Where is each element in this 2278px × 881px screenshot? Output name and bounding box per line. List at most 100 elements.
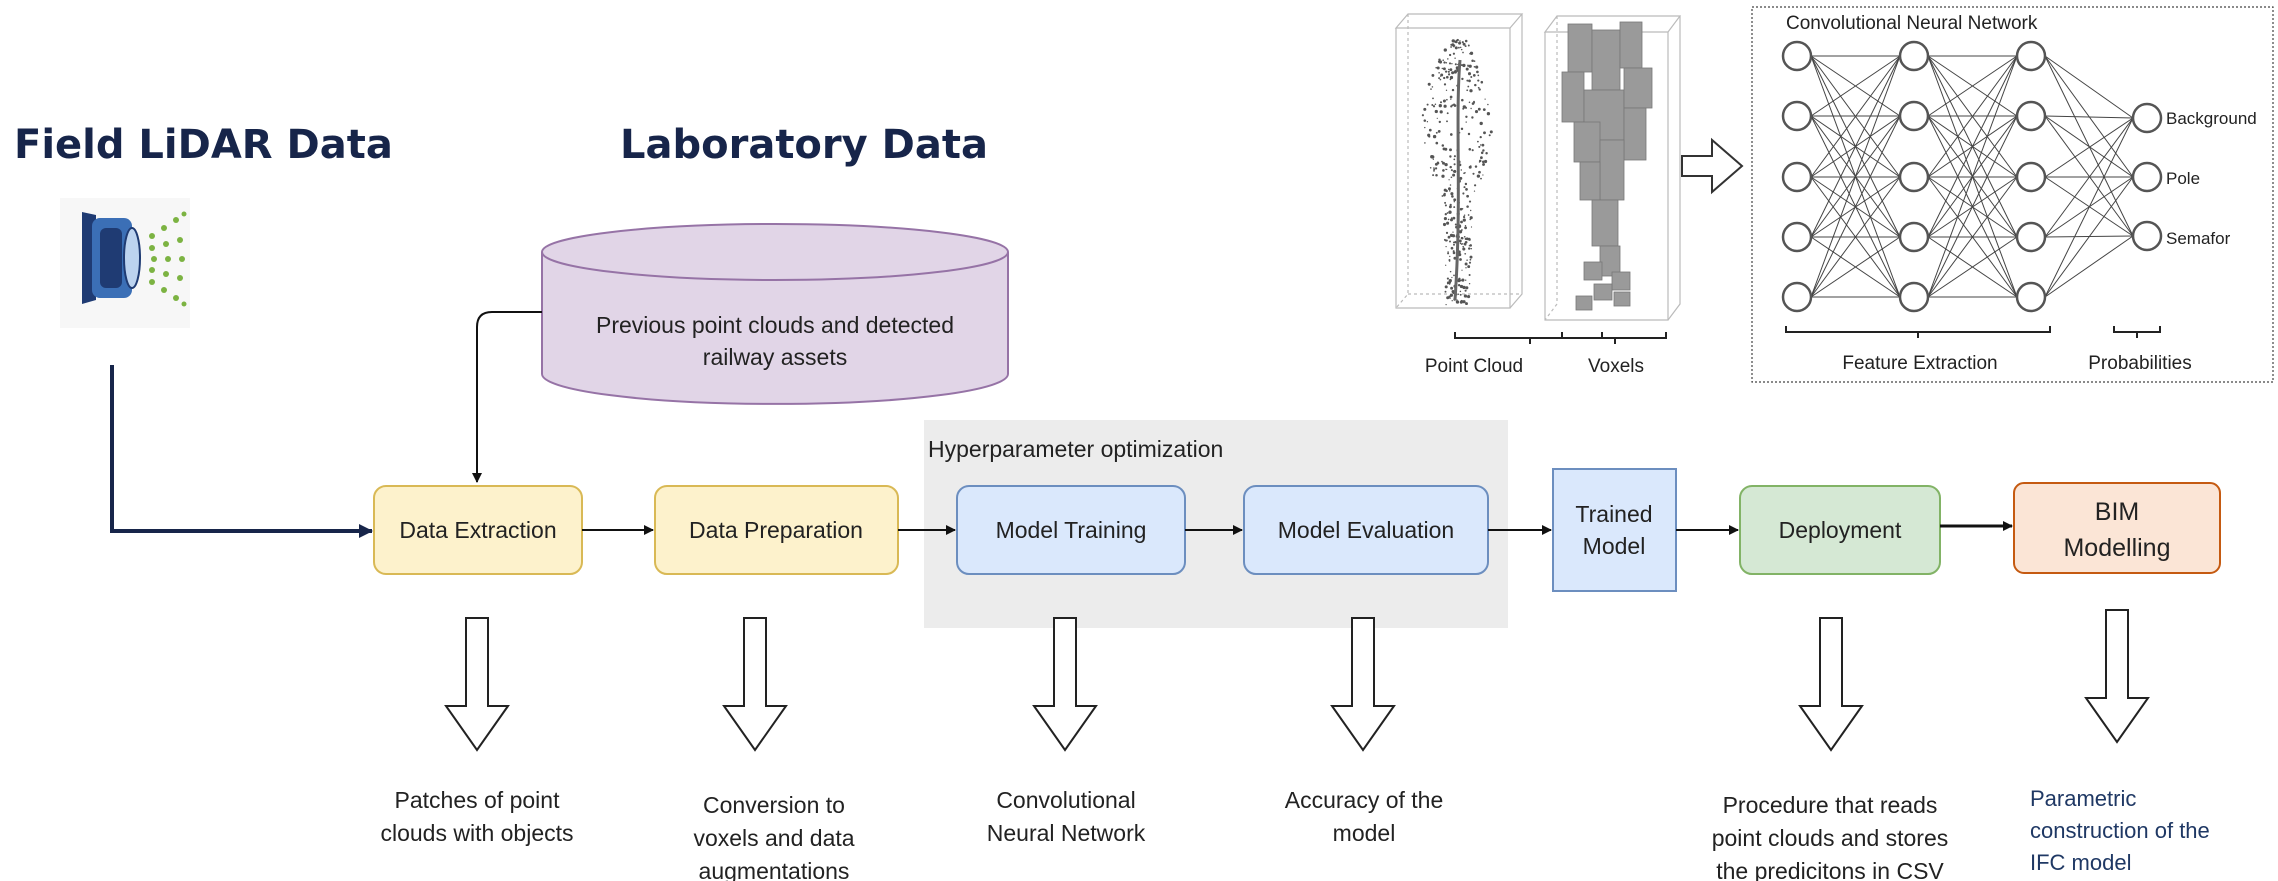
point-cloud-caption: Point Cloud xyxy=(1425,356,1523,377)
point-cloud-dot xyxy=(1433,167,1435,169)
point-cloud-dot xyxy=(1436,117,1438,119)
point-cloud-dot xyxy=(1462,192,1465,195)
output-evaluation-line2: model xyxy=(1333,820,1396,846)
point-cloud-dot xyxy=(1435,141,1439,145)
point-cloud-dot xyxy=(1475,65,1479,69)
hollow-down-arrow-icon xyxy=(1032,617,1098,752)
point-cloud-dot xyxy=(1452,216,1456,220)
point-cloud-dot xyxy=(1452,251,1456,255)
point-cloud-dot xyxy=(1473,65,1476,68)
point-cloud-dot xyxy=(1461,278,1465,282)
point-cloud-dot xyxy=(1482,149,1485,152)
point-cloud-dot xyxy=(1449,148,1452,152)
cnn-edges xyxy=(1810,55,2134,298)
output-bim-line3: IFC model xyxy=(2030,850,2131,875)
point-cloud-dot xyxy=(1472,74,1476,77)
point-cloud-dot xyxy=(1474,165,1478,168)
point-cloud-dot xyxy=(1477,140,1479,143)
point-cloud-dot xyxy=(1460,220,1463,224)
point-cloud-dot xyxy=(1474,110,1479,114)
point-cloud-dot xyxy=(1478,88,1481,91)
point-cloud-dot xyxy=(1458,230,1463,234)
point-cloud-dot xyxy=(1464,289,1467,292)
bim-label-line1: BIM xyxy=(2095,498,2139,526)
point-cloud-illustration xyxy=(1394,13,1524,309)
point-cloud-dot xyxy=(1451,71,1455,75)
cnn-node xyxy=(2131,102,2163,134)
point-cloud-dot xyxy=(1460,169,1463,171)
database-label-line1: Previous point clouds and detected xyxy=(596,312,954,338)
point-cloud-dot xyxy=(1424,142,1426,144)
cnn-panel xyxy=(1751,6,2274,383)
class-label-background: Background xyxy=(2166,109,2257,128)
point-cloud-dot xyxy=(1481,160,1485,164)
cnn-edge xyxy=(2044,115,2134,119)
cnn-node xyxy=(2015,281,2047,313)
point-cloud-dot xyxy=(1443,48,1447,52)
point-cloud-dot xyxy=(1432,174,1435,177)
point-cloud-dot xyxy=(1471,59,1474,63)
output-deployment-line1: Procedure that reads xyxy=(1723,792,1938,818)
point-cloud-dot xyxy=(1436,162,1440,165)
point-cloud-dot xyxy=(1468,165,1472,169)
point-cloud-dot xyxy=(1453,158,1456,161)
point-cloud-dot xyxy=(1467,265,1471,269)
point-cloud-dot xyxy=(1457,63,1459,66)
point-cloud-dot xyxy=(1451,104,1454,107)
point-cloud-dot xyxy=(1453,163,1456,166)
cnn-node xyxy=(2015,100,2047,132)
output-evaluation-line1: Accuracy of the xyxy=(1285,787,1444,813)
bim-label-line2: Modelling xyxy=(2063,534,2170,562)
point-cloud-dot xyxy=(1469,244,1472,247)
output-bim-line1: Parametric xyxy=(2030,786,2136,811)
point-cloud-dot xyxy=(1468,101,1471,104)
point-cloud-dot xyxy=(1448,62,1452,65)
cnn-edge xyxy=(2044,117,2134,178)
point-cloud-dot xyxy=(1432,134,1437,139)
model-training-label: Model Training xyxy=(996,517,1147,543)
point-cloud-dot xyxy=(1450,246,1454,250)
point-cloud-dot xyxy=(1462,245,1465,248)
cnn-node xyxy=(2131,161,2163,193)
point-cloud-dot xyxy=(1448,205,1452,209)
cnn-node xyxy=(1781,221,1813,253)
point-cloud-dot xyxy=(1434,103,1437,106)
cnn-edge xyxy=(1810,236,1901,298)
point-cloud-dot xyxy=(1469,218,1471,221)
point-cloud-dot xyxy=(1443,104,1447,108)
point-cloud-dot xyxy=(1443,61,1446,64)
point-cloud-dot xyxy=(1444,162,1448,167)
point-cloud-dot xyxy=(1467,237,1471,241)
cnn-node xyxy=(1781,161,1813,193)
point-cloud-dot xyxy=(1464,182,1468,186)
cnn-edge xyxy=(1810,176,1901,298)
point-cloud-dot xyxy=(1430,88,1432,90)
deployment-box: Deployment xyxy=(1739,485,1941,575)
point-cloud-dot xyxy=(1445,239,1448,242)
cnn-edge xyxy=(1927,236,2018,298)
point-cloud-dot xyxy=(1468,147,1472,151)
point-cloud-dot xyxy=(1448,68,1450,71)
point-cloud-dot xyxy=(1434,167,1438,170)
output-preparation-line2: voxels and data xyxy=(693,825,854,851)
point-cloud-dot xyxy=(1464,226,1468,230)
point-cloud-dot xyxy=(1451,63,1453,65)
point-cloud-dot xyxy=(1426,103,1429,106)
point-cloud-dot xyxy=(1444,285,1448,289)
laboratory-heading: Laboratory Data xyxy=(620,122,988,168)
model-training-box: Model Training xyxy=(956,485,1186,575)
point-cloud-dot xyxy=(1480,177,1482,180)
point-cloud-dot xyxy=(1453,274,1455,277)
point-cloud-dot xyxy=(1452,52,1456,55)
trained-model-label-line2: Model xyxy=(1583,533,1646,559)
point-cloud-dot xyxy=(1438,104,1442,108)
point-cloud-dot xyxy=(1449,133,1453,136)
point-cloud-dot xyxy=(1438,72,1440,74)
point-cloud-dot xyxy=(1466,194,1469,198)
hollow-down-arrow-icon xyxy=(722,617,788,752)
point-cloud-dot xyxy=(1463,172,1465,175)
cnn-node xyxy=(1898,40,1930,72)
point-cloud-dot xyxy=(1448,179,1450,181)
cnn-node xyxy=(1781,40,1813,72)
point-cloud-dot xyxy=(1451,88,1455,92)
